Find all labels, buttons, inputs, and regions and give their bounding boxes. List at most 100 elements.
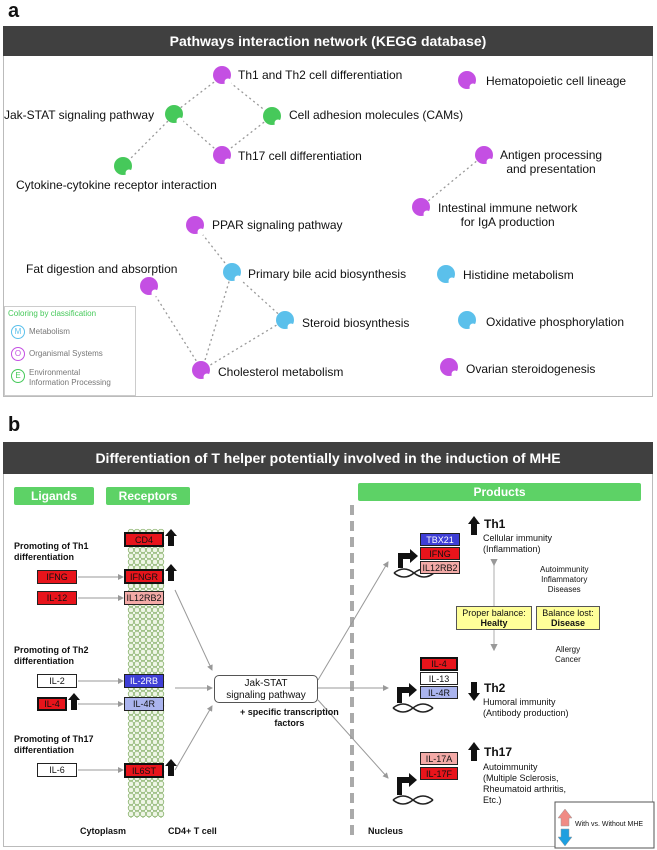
node-th17-dot [213,146,232,166]
lipid-head [157,636,165,644]
lipid-head [133,804,141,812]
lipid-head [151,726,159,734]
lipid-head [139,792,147,800]
lipid-head [133,552,141,560]
node-antigen-dot [475,146,494,166]
th1-name: Th1 [484,517,506,531]
mhe-legend-box [554,801,655,849]
lipid-head [139,546,147,554]
lipid-head [157,732,165,740]
node-jakstat-dot [165,105,184,125]
lipid-head [151,612,159,620]
lipid-head [151,630,159,638]
edge-cams-th17 [221,115,273,156]
lipid-head [157,738,165,746]
lipid-head [133,618,141,626]
legend-e-icon: E [11,369,25,383]
lipid-head [139,582,147,590]
lipid-head [151,798,159,806]
lipid-head [157,660,165,668]
lipid-head [145,798,153,806]
lipid-head [151,654,159,662]
node-hematopoietic-label: Hematopoietic cell lineage [486,74,627,88]
node-histidine-label: Histidine metabolism [463,268,574,282]
edge-bile-cholesterol [201,271,233,371]
lipid-head [157,546,165,554]
panel-a-frame [3,56,653,397]
node-bile-dot [223,263,242,283]
lipid-head [127,756,135,764]
lipid-head [151,636,159,644]
lipid-head [151,744,159,752]
lipid-head [139,714,147,722]
lipid-head [127,786,135,794]
product-il17f: IL-17F [420,767,458,780]
lipid-head [151,606,159,614]
lipid-head [127,648,135,656]
lipid-head [127,738,135,746]
lipid-head [127,642,135,650]
cytoplasm-label: Cytoplasm [80,826,127,836]
nucleus-label: Nucleus [368,826,404,836]
lipid-head [151,732,159,740]
panel-b-title: Differentiation of T helper potentially … [3,442,653,474]
lipid-head [139,750,147,758]
node-cholesterol-dot [192,361,211,381]
lipid-head [133,636,141,644]
network-nodes [114,66,494,381]
th1-up-arrow [468,516,480,535]
lipid-head [151,618,159,626]
th1-description: Cellular immunity(Inflammation) [483,533,553,554]
lipid-head [157,666,165,674]
lipid-head [157,630,165,638]
edge-jakstat-cytokine [123,113,176,166]
node-cholesterol-label: Cholesterol metabolism [218,365,344,379]
lipid-head [139,780,147,788]
lipid-head [157,618,165,626]
lipid-head [133,732,141,740]
proper-balance-box: Proper balance:Healty [456,606,532,630]
th2-down-arrow [468,682,480,701]
lipid-head [139,618,147,626]
lipid-head [145,720,153,728]
lipid-head [145,546,153,554]
lipid-head [133,666,141,674]
lipid-head [133,750,141,758]
lipid-head [133,756,141,764]
lipid-head [133,612,141,620]
lipid-head [127,606,135,614]
lipid-head [139,624,147,632]
lipid-head [139,558,147,566]
lipid-head [139,810,147,818]
node-th1th2-dot [213,66,232,86]
lipid-head [127,552,135,560]
lipid-head [127,810,135,818]
lipid-head [151,786,159,794]
network-graph [114,66,494,381]
lipid-head [127,612,135,620]
node-ovarian-label: Ovarian steroidogenesis [466,362,596,376]
lipid-head [133,720,141,728]
lipid-head [145,612,153,620]
ligand-il4: IL-4 [37,697,67,711]
lipid-head [145,744,153,752]
lipid-head [157,804,165,812]
lipid-head [127,744,135,752]
lipid-head [127,726,135,734]
th2-description: Humoral immunity(Antibody production) [483,697,569,718]
lipid-head [127,624,135,632]
lipid-head [139,552,147,560]
lipid-head [145,654,153,662]
lipid-head [157,792,165,800]
ligand-il6: IL-6 [37,763,77,777]
lipid-head [139,786,147,794]
lipid-head [157,582,165,590]
product-il17a: IL-17A [420,752,458,765]
lipid-head [157,606,165,614]
lipid-head [133,642,141,650]
lipid-head [151,558,159,566]
